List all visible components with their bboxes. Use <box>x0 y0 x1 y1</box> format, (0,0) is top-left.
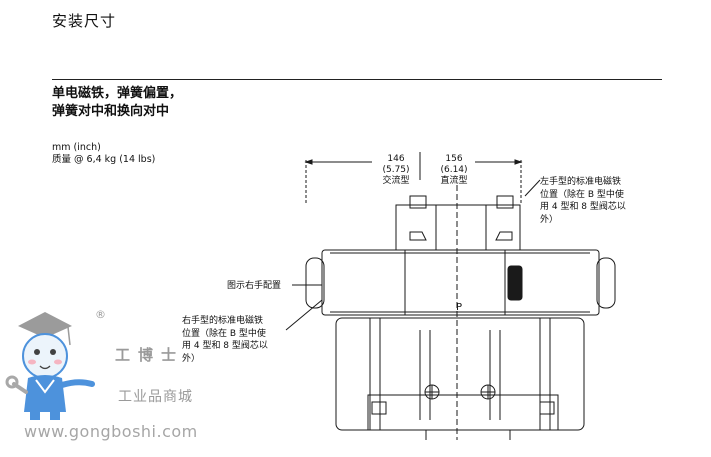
pilot-detail <box>495 231 513 241</box>
leader-left-hand <box>524 179 541 197</box>
bottom-plate <box>367 394 559 431</box>
subtitle-line-2: 弹簧对中和换向对中 <box>52 104 170 119</box>
left-hand-note: 左手型的标准电磁铁 位置（除在 B 型中使 用 4 型和 8 型阀芯以 外） <box>540 176 626 226</box>
dim-right-inch: (6.14) <box>440 165 468 175</box>
port-p-label: P <box>456 302 463 313</box>
dim-left-block: 146 (5.75) 交流型 <box>374 154 418 187</box>
dim-arrow <box>304 159 313 165</box>
weight-label: 质量 @ 6,4 kg (14 lbs) <box>52 154 156 165</box>
dim-right-block: 156 (6.14) 直流型 <box>432 154 476 187</box>
dim-right-label: 直流型 <box>440 176 468 186</box>
registered-mark: ® <box>95 308 106 321</box>
solenoid-right-cap <box>596 257 616 309</box>
right-hand-note-line: 位置（除在 B 型中使 <box>182 328 266 339</box>
left-hand-note-line: 位置（除在 B 型中使 <box>540 189 624 200</box>
pilot-section <box>395 204 521 251</box>
valve-housing <box>404 249 506 316</box>
section-subtitle: 单电磁铁，弹簧偏置， 弹簧对中和换向对中 <box>52 85 182 121</box>
plate-notch <box>539 401 555 415</box>
left-hand-note-line: 用 4 型和 8 型阀芯以 <box>540 202 626 212</box>
graduation-cap-icon <box>18 312 72 338</box>
right-hand-note-line: 右手型的标准电磁铁 <box>182 316 264 326</box>
right-hand-note-line: 用 4 型和 8 型阀芯以 <box>182 341 268 351</box>
left-hand-note-line: 左手型的标准电磁铁 <box>540 177 622 187</box>
subtitle-line-1: 单电磁铁，弹簧偏置， <box>52 86 183 101</box>
right-hand-note: 右手型的标准电磁铁 位置（除在 B 型中使 用 4 型和 8 型阀芯以 外） <box>182 315 268 365</box>
left-hand-note-line: 外） <box>540 214 559 225</box>
main-valve-body <box>335 317 585 431</box>
dim-right-mm: 156 <box>445 154 463 164</box>
section-divider <box>52 79 662 80</box>
pilot-bolt <box>409 195 427 209</box>
dim-left-label: 交流型 <box>382 176 410 186</box>
solenoid-body <box>321 249 600 316</box>
watermark-mascot <box>5 312 95 420</box>
page-title: 安装尺寸 <box>52 12 117 30</box>
units-label: mm (inch) <box>52 142 101 153</box>
dim-left-mm: 146 <box>387 154 405 164</box>
connector-plug <box>507 265 523 301</box>
watermark-brand: 工博士 <box>115 346 185 364</box>
pilot-bolt <box>496 195 514 209</box>
config-label: 图示右手配置 <box>227 281 282 291</box>
mascot-head <box>22 333 68 379</box>
solenoid-left-cap <box>305 257 325 309</box>
dim-arrow <box>514 159 523 165</box>
plate-notch <box>371 401 387 415</box>
dim-left-inch: (5.75) <box>382 165 410 175</box>
leader-right-hand <box>285 299 323 331</box>
spec-block: mm (inch) 质量 @ 6,4 kg (14 lbs) <box>52 142 155 166</box>
watermark-url: www.gongboshi.com <box>24 422 198 441</box>
pilot-detail <box>409 231 427 241</box>
watermark-tagline: 工业品商城 <box>118 389 193 405</box>
right-hand-note-line: 外） <box>182 353 201 364</box>
